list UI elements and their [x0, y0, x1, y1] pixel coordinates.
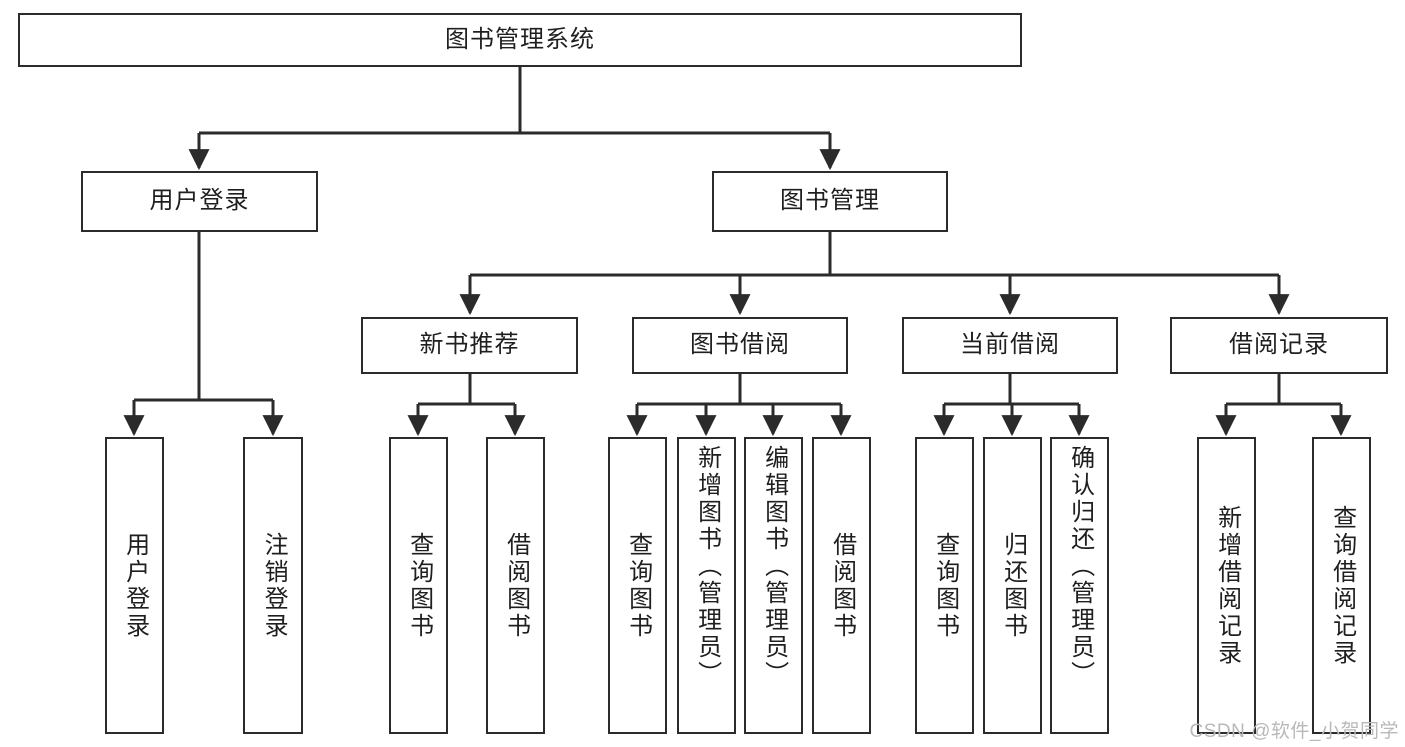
leaf-logout[interactable]: 注销登录 [243, 437, 303, 734]
watermark: CSDN @软件_小贺同学 [1189, 721, 1399, 742]
leaf-bb-query-book-label: 查询图书 [624, 531, 652, 640]
leaf-bb-borrow-book[interactable]: 借阅图书 [812, 437, 871, 734]
leaf-cb-return-book[interactable]: 归还图书 [983, 437, 1042, 734]
leaf-user-login-label: 用户登录 [121, 531, 149, 640]
leaf-nb-query-book[interactable]: 查询图书 [389, 437, 448, 734]
node-book-borrow[interactable]: 图书借阅 [632, 317, 848, 374]
leaf-cb-return-book-label: 归还图书 [999, 531, 1027, 640]
leaf-cb-confirm-return-label: 确认归还（管理员） [1066, 445, 1094, 688]
node-book-management-label: 图书管理 [780, 187, 880, 215]
leaf-logout-label: 注销登录 [260, 531, 288, 640]
leaf-br-query-record-label: 查询借阅记录 [1328, 504, 1356, 667]
node-root-label: 图书管理系统 [445, 25, 595, 53]
leaf-cb-confirm-return[interactable]: 确认归还（管理员） [1050, 437, 1109, 734]
node-user-login[interactable]: 用户登录 [81, 171, 318, 232]
node-current-borrow[interactable]: 当前借阅 [902, 317, 1118, 374]
node-user-login-label: 用户登录 [149, 187, 250, 215]
leaf-br-add-record-label: 新增借阅记录 [1213, 504, 1241, 667]
leaf-bb-add-book[interactable]: 新增图书（管理员） [677, 437, 736, 734]
node-book-borrow-label: 图书借阅 [690, 331, 790, 359]
leaf-cb-query-book-label: 查询图书 [931, 531, 959, 640]
leaf-nb-borrow-book[interactable]: 借阅图书 [486, 437, 545, 734]
leaf-user-login[interactable]: 用户登录 [105, 437, 164, 734]
leaf-bb-edit-book-label: 编辑图书（管理员） [760, 445, 788, 688]
leaf-bb-borrow-book-label: 借阅图书 [828, 531, 856, 640]
node-root[interactable]: 图书管理系统 [18, 13, 1022, 67]
leaf-nb-borrow-book-label: 借阅图书 [502, 531, 530, 640]
leaf-bb-query-book[interactable]: 查询图书 [608, 437, 667, 734]
node-new-book-recommend[interactable]: 新书推荐 [361, 317, 578, 374]
node-new-book-recommend-label: 新书推荐 [419, 331, 520, 359]
node-borrow-record-label: 借阅记录 [1229, 331, 1329, 359]
leaf-cb-query-book[interactable]: 查询图书 [915, 437, 974, 734]
leaf-nb-query-book-label: 查询图书 [405, 531, 433, 640]
node-current-borrow-label: 当前借阅 [960, 331, 1060, 359]
node-borrow-record[interactable]: 借阅记录 [1170, 317, 1388, 374]
leaf-bb-edit-book[interactable]: 编辑图书（管理员） [744, 437, 803, 734]
leaf-br-add-record[interactable]: 新增借阅记录 [1197, 437, 1256, 734]
node-book-management[interactable]: 图书管理 [712, 171, 948, 232]
leaf-br-query-record[interactable]: 查询借阅记录 [1312, 437, 1371, 734]
leaf-bb-add-book-label: 新增图书（管理员） [693, 445, 721, 688]
